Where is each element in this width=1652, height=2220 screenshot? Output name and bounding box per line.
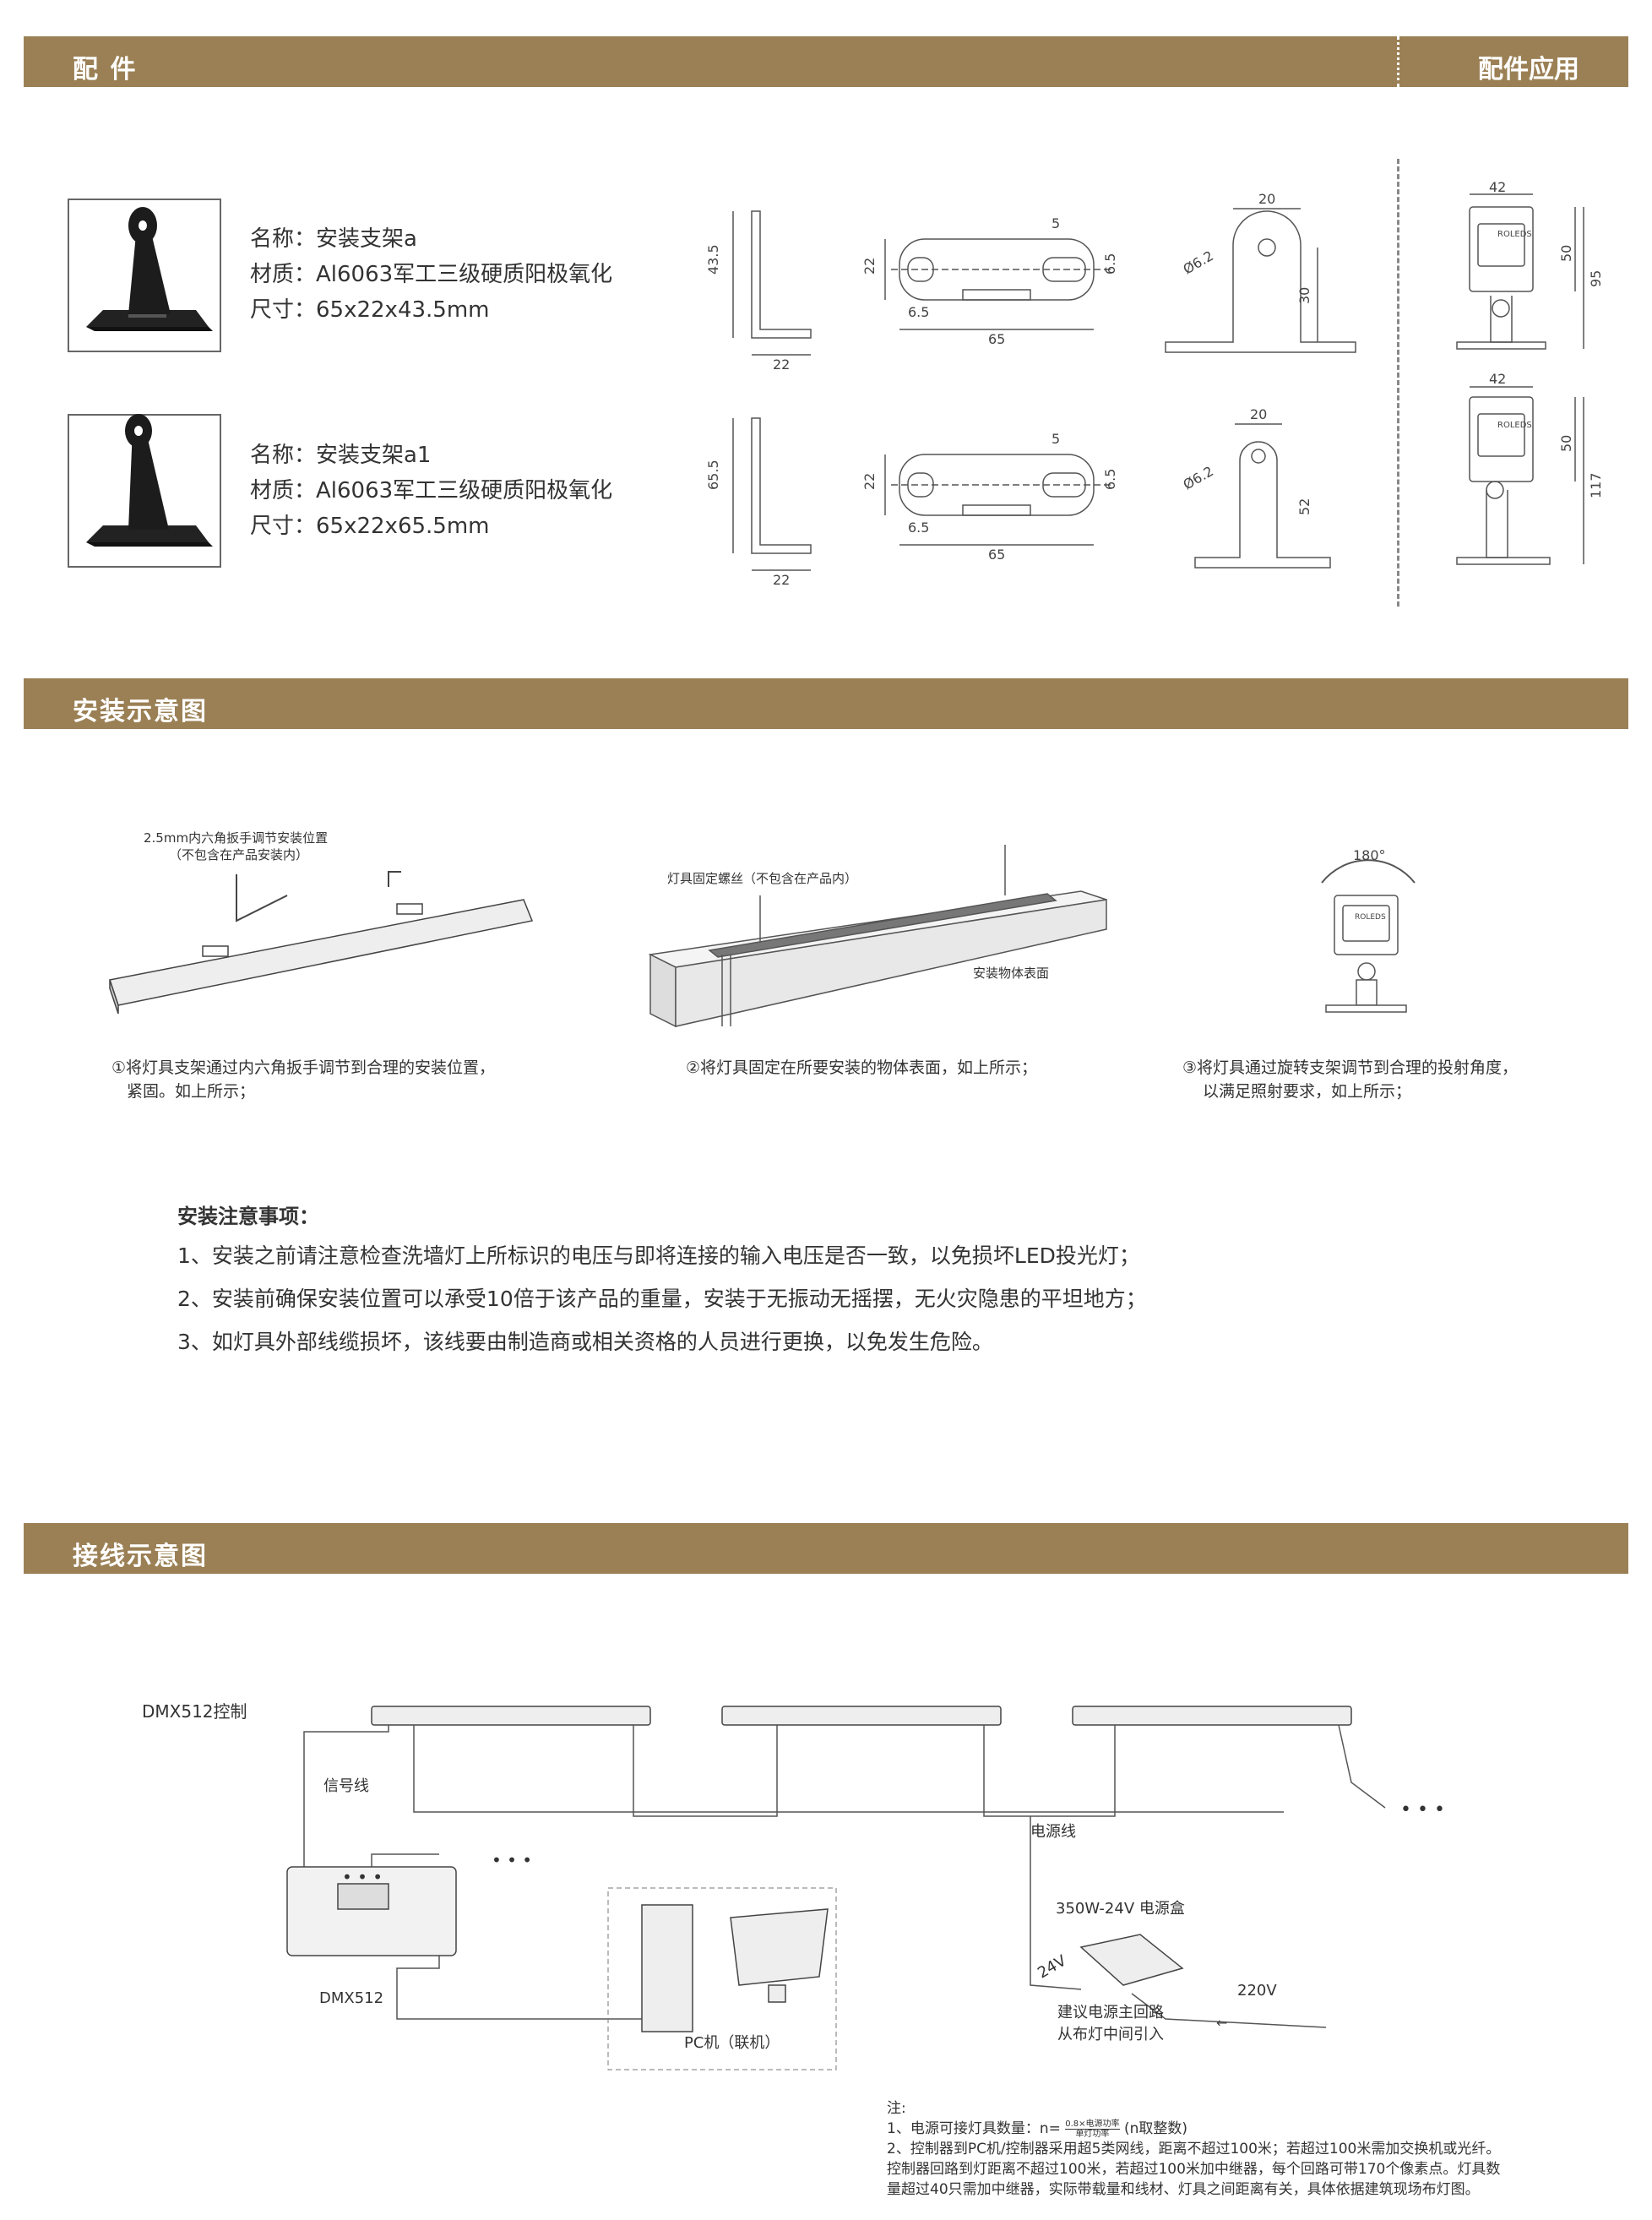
dim-side-h: 65.5: [705, 460, 721, 490]
footnote-line: 量超过40只需加中继器，实际带载量和线材、灯具之间距离有关，具体依据建筑现场布灯…: [887, 2181, 1480, 2198]
dmx-title: DMX512控制: [142, 1701, 247, 1722]
bracket-a-drawings: 43.5 22 22 65 5 6.5 6.5 Ø6.2 20 30: [705, 191, 1356, 373]
bracket-a1-spec: 名称：安装支架a1 材质：Al6063军工三级硬质阳极氧化 尺寸：65x22x6…: [250, 438, 612, 544]
brand-logo: ROLEDS: [1497, 421, 1532, 430]
dim-side-w: 22: [773, 572, 790, 588]
dim-front-w: 20: [1258, 191, 1275, 207]
bracket-size: 尺寸：65x22x43.5mm: [250, 297, 490, 323]
dim-side-w: 22: [773, 356, 790, 373]
footnote-line: 控制器回路到灯距离不超过100米，若超过100米加中继器，每个回路可带170个像…: [887, 2161, 1501, 2178]
footnote-text: (n取整数): [1123, 2120, 1187, 2137]
tool-note-line: （不包含在产品安装内）: [169, 847, 309, 862]
caption-line: ①将灯具支架通过内六角扳手调节到合理的安装位置，: [111, 1058, 496, 1077]
bracket-name: 名称：安装支架a1: [250, 443, 432, 468]
install-step3-caption: ③将灯具通过旋转支架调节到合理的投射角度， 以满足照射要求，如上所示；: [1182, 1056, 1518, 1103]
surface-note: 安装物体表面: [973, 966, 1050, 981]
dim-app-h1: 50: [1558, 245, 1574, 262]
section-header-accessories: 配 件 配件应用: [24, 36, 1628, 87]
tool-note: 2.5mm内六角扳手调节安装位置 （不包含在产品安装内）: [144, 830, 328, 863]
header-divider: [1397, 36, 1399, 87]
power-line-label: 电源线: [1030, 1823, 1076, 1841]
dim-app-h2: 95: [1588, 270, 1604, 287]
bracket-material: 材质：Al6063军工三级硬质阳极氧化: [250, 262, 613, 287]
ellipsis: • • •: [492, 1850, 533, 1870]
brand-logo: ROLEDS: [1355, 913, 1386, 922]
dim-front-h: 30: [1296, 287, 1312, 304]
footnote-label: 注:: [887, 2100, 906, 2117]
tool-note-line: 2.5mm内六角扳手调节安装位置: [144, 830, 329, 846]
formula-fraction: 0.8×电源功率 单灯功率: [1065, 2119, 1120, 2139]
note-item: 3、如灯具外部线缆损坏，该线要由制造商或相关资格的人员进行更换，以免发生危险。: [177, 1330, 993, 1354]
dim-app-w: 42: [1489, 179, 1506, 195]
bracket-size: 尺寸：65x22x65.5mm: [250, 514, 490, 539]
section-title: 接线示意图: [73, 1542, 208, 1571]
dim-side-h: 43.5: [705, 244, 721, 275]
install-step1-figure: [109, 871, 534, 1015]
v220-label: 220V: [1237, 1982, 1277, 2000]
ellipsis: • • •: [342, 1867, 383, 1887]
dim-slot-h: 6.5: [1102, 469, 1118, 490]
dim-front-h: 52: [1296, 498, 1312, 515]
psu-advice: 建议电源主回路 从布灯中间引入: [1057, 2000, 1164, 2044]
dim-slot: 5: [1052, 431, 1060, 447]
psu-label: 350W-24V 电源盒: [1056, 1900, 1185, 1918]
svg-text:←: ←: [1216, 2015, 1227, 2031]
dim-hole-d: Ø6.2: [1181, 463, 1216, 492]
pc-label: PC机（联机）: [684, 2034, 780, 2052]
screw-note: 灯具固定螺丝（不包含在产品内）: [667, 871, 858, 886]
dim-hole-off: 6.5: [908, 304, 929, 320]
dim-top-w: 65: [988, 331, 1005, 347]
footnote: 注: 1、电源可接灯具数量：n= 0.8×电源功率 单灯功率 (n取整数) 2、…: [887, 2098, 1579, 2200]
bracket-a1-drawings: 65.5 22 22 65 5 6.5 6.5 Ø6.2 20 52: [705, 406, 1331, 588]
dim-front-w: 20: [1250, 406, 1267, 422]
dim-slot-h: 6.5: [1102, 253, 1118, 275]
install-step1-caption: ①将灯具支架通过内六角扳手调节到合理的安装位置， 紧固。如上所示；: [111, 1056, 495, 1103]
dim-slot: 5: [1052, 215, 1060, 231]
footnote-text: 1、电源可接灯具数量：n=: [887, 2120, 1061, 2137]
dmx-label: DMX512: [319, 1989, 384, 2007]
section-title: 配 件: [73, 55, 138, 84]
ellipsis: • • •: [1400, 1799, 1445, 1820]
dim-hole-off: 6.5: [908, 520, 929, 536]
dim-top-h: 22: [861, 258, 878, 275]
bracket-a-spec: 名称：安装支架a 材质：Al6063军工三级硬质阳极氧化 尺寸：65x22x43…: [250, 221, 612, 328]
app-drawing-a1: ROLEDS 42 50 117: [1456, 371, 1604, 565]
fraction-denominator: 单灯功率: [1075, 2129, 1110, 2139]
note-item: 1、安装之前请注意检查洗墙灯上所标识的电压与即将连接的输入电压是否一致，以免损坏…: [177, 1243, 1140, 1268]
dim-app-h1: 50: [1558, 435, 1574, 452]
dim-app-w: 42: [1489, 371, 1506, 387]
bracket-material: 材质：Al6063军工三级硬质阳极氧化: [250, 478, 613, 503]
dim-app-h2: 117: [1588, 472, 1604, 498]
note-item: 2、安装前确保安装位置可以承受10倍于该产品的重量，安装于无振动无摇摆，无火灾隐…: [177, 1287, 1147, 1311]
fraction-numerator: 0.8×电源功率: [1065, 2119, 1120, 2130]
wiring-diagram: ←: [286, 1706, 1386, 2070]
install-step3-figure: 180° ROLEDS: [1321, 847, 1416, 1013]
caption-line: 紧固。如上所示；: [127, 1082, 256, 1101]
column-divider: [1397, 159, 1399, 607]
dim-hole-d: Ø6.2: [1181, 248, 1216, 277]
notes-title: 安装注意事项：: [177, 1205, 319, 1228]
signal-label: 信号线: [323, 1777, 369, 1795]
install-step2-caption: ②将灯具固定在所要安装的物体表面，如上所示；: [686, 1058, 1038, 1077]
bracket-a-photo: [68, 199, 221, 352]
section-header-install: 安装示意图: [24, 678, 1628, 729]
footnote-line: 1、电源可接灯具数量：n= 0.8×电源功率 单灯功率 (n取整数): [887, 2119, 1579, 2139]
bracket-name: 名称：安装支架a: [250, 226, 417, 252]
bracket-a1-photo: [68, 414, 221, 568]
footnote-line: 2、控制器到PC机/控制器采用超5类网线，距离不超过100米；若超过100米需加…: [887, 2141, 1501, 2157]
advice-line: 建议电源主回路: [1057, 2004, 1164, 2021]
section-title: 安装示意图: [73, 697, 208, 726]
section-title-right: 配件应用: [1478, 55, 1579, 84]
install-step2-figure: [648, 845, 1107, 1028]
caption-line: 以满足照射要求，如上所示；: [1203, 1082, 1412, 1101]
app-drawing-a: ROLEDS 42 50 95: [1456, 179, 1604, 350]
dim-top-w: 65: [988, 547, 1005, 563]
dim-top-h: 22: [861, 473, 878, 490]
section-header-wiring: 接线示意图: [24, 1523, 1628, 1574]
brand-logo: ROLEDS: [1497, 230, 1532, 239]
advice-line: 从布灯中间引入: [1057, 2026, 1164, 2043]
caption-line: ③将灯具通过旋转支架调节到合理的投射角度，: [1182, 1058, 1519, 1077]
angle-label: 180°: [1353, 847, 1386, 863]
